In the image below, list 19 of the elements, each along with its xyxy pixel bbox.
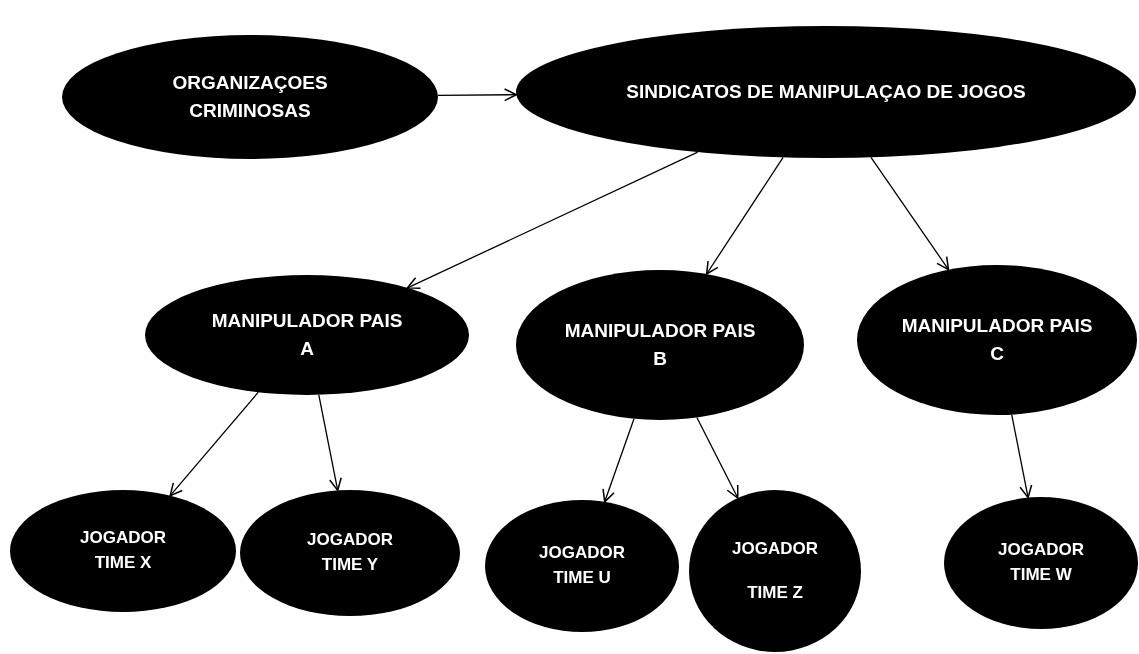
node-label: JOGADOR TIME Z [731, 537, 819, 604]
node-label: JOGADOR TIME U [538, 542, 626, 589]
arrow [318, 394, 342, 492]
arrow [602, 418, 635, 503]
node-label: MANIPULADOR PAIS A [210, 309, 404, 361]
node-label: SINDICATOS DE MANIPULAÇAO DE JOGOS [626, 80, 1026, 105]
arrow [437, 88, 518, 102]
node-label: MANIPULADOR PAIS B [563, 319, 757, 371]
arrow [870, 156, 950, 271]
node-label: ORGANIZAÇOES CRIMINOSAS [171, 71, 329, 123]
node-label: MANIPULADOR PAIS C [900, 314, 1094, 366]
arrow [1011, 413, 1033, 499]
node-label: JOGADOR TIME W [997, 539, 1085, 586]
arrow [406, 151, 699, 289]
arrow [169, 391, 259, 497]
node-label: JOGADOR TIME X [79, 527, 167, 574]
node-label: JOGADOR TIME Y [306, 529, 394, 576]
arrow [705, 156, 784, 275]
arrow [696, 416, 739, 499]
